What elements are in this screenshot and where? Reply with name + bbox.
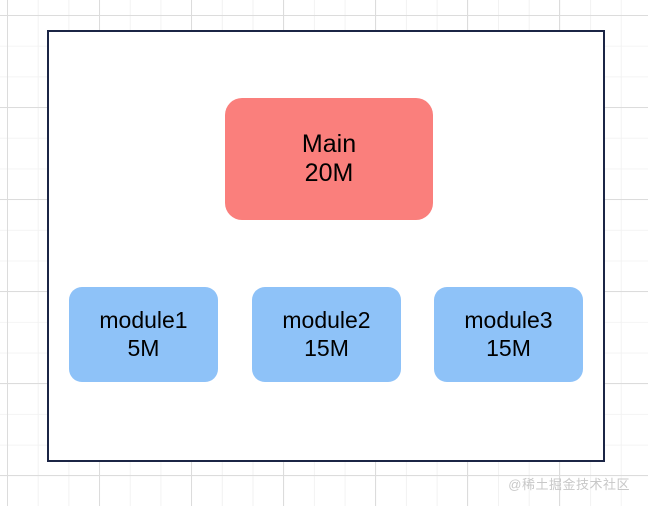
node-module2-value: 15M — [304, 334, 349, 361]
node-module2-title: module2 — [282, 307, 371, 334]
node-module1-title: module1 — [99, 307, 188, 334]
node-module3-title: module3 — [464, 307, 553, 334]
node-module3-value: 15M — [486, 334, 531, 361]
node-main[interactable]: Main 20M — [225, 98, 433, 220]
node-module1[interactable]: module1 5M — [69, 287, 218, 382]
node-module3[interactable]: module3 15M — [434, 287, 583, 382]
diagram-frame: Main 20M module1 5M module2 15M module3 … — [47, 30, 605, 462]
node-module2[interactable]: module2 15M — [252, 287, 401, 382]
node-module1-value: 5M — [127, 334, 160, 361]
node-main-value: 20M — [304, 159, 354, 187]
watermark: @稀土掘金技术社区 — [508, 477, 630, 492]
node-main-title: Main — [301, 129, 357, 158]
